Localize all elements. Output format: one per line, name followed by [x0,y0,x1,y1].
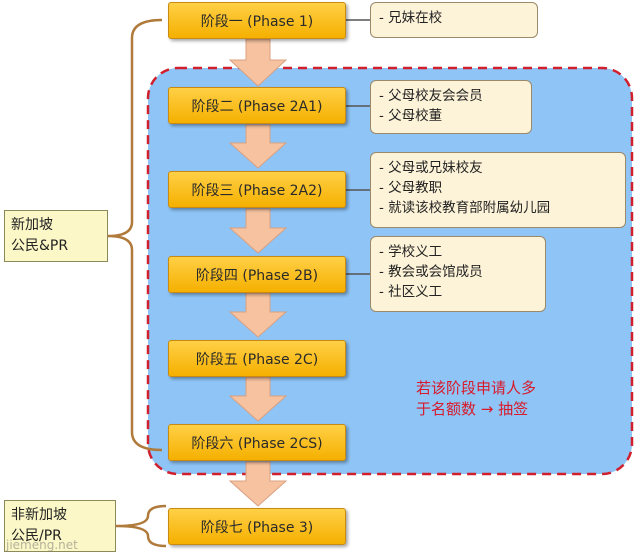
group-line: 新加坡 [11,217,53,233]
flow-arrow-1 [228,38,288,87]
flow-arrow-2 [228,124,288,169]
phase-box-2cs: 阶段六 (Phase 2CS) [168,424,346,461]
note-box-p2a1: - 父母校友会会员 - 父母校董 [370,80,532,134]
phase-label: 阶段六 (Phase 2CS) [191,435,323,452]
phase-label: 阶段一 (Phase 1) [200,13,314,30]
citizen-group-label: 新加坡 公民&PR [4,210,108,262]
phase-box-2a2: 阶段三 (Phase 2A2) [168,171,346,208]
group-line: 公民/PR [11,528,62,544]
lottery-note: 若该阶段申请人多 于名额数 → 抽签 [416,378,536,420]
phase-label: 阶段四 (Phase 2B) [195,267,319,284]
note-item: - 父母校董 [379,108,443,124]
note-item: - 父母或兄妹校友 [379,160,483,176]
note-box-p2a2: - 父母或兄妹校友 - 父母教职 - 就读该校教育部附属幼儿园 [370,152,626,228]
non-citizen-bracket [115,504,167,548]
note-item: - 兄妹在校 [379,10,443,26]
phase-box-2c: 阶段五 (Phase 2C) [168,340,346,377]
note-item: - 就读该校教育部附属幼儿园 [379,200,551,216]
group-line: 非新加坡 [11,507,67,523]
phase-label: 阶段二 (Phase 2A1) [191,98,323,115]
lottery-line: 于名额数 → 抽签 [416,400,529,418]
note-item: - 学校义工 [379,244,443,260]
note-box-p1: - 兄妹在校 [370,2,538,38]
note-item: - 社区义工 [379,284,443,300]
phase-box-2a1: 阶段二 (Phase 2A1) [168,87,346,124]
phase-label: 阶段五 (Phase 2C) [195,351,319,368]
flow-arrows [228,38,288,507]
flow-arrow-4 [228,292,288,338]
flow-arrow-6 [228,461,288,507]
phase-label: 阶段三 (Phase 2A2) [191,182,323,199]
watermark: jiemeng.net [6,538,78,552]
phase-box-2b: 阶段四 (Phase 2B) [168,256,346,293]
flow-arrow-5 [228,376,288,422]
citizen-bracket [107,18,163,452]
lottery-line: 若该阶段申请人多 [416,379,537,397]
note-item: - 父母校友会会员 [379,88,483,104]
phase-label: 阶段七 (Phase 3) [200,519,314,536]
group-line: 公民&PR [11,238,69,254]
phase-box-1: 阶段一 (Phase 1) [168,2,346,39]
flow-arrow-3 [228,208,288,254]
phase-box-3: 阶段七 (Phase 3) [168,508,346,545]
note-item: - 教会或会馆成员 [379,264,483,280]
note-item: - 父母教职 [379,180,443,196]
note-connectors [346,19,370,275]
non-citizen-group-label: 非新加坡 公民/PR [4,500,116,552]
note-box-p2b: - 学校义工 - 教会或会馆成员 - 社区义工 [370,236,546,312]
